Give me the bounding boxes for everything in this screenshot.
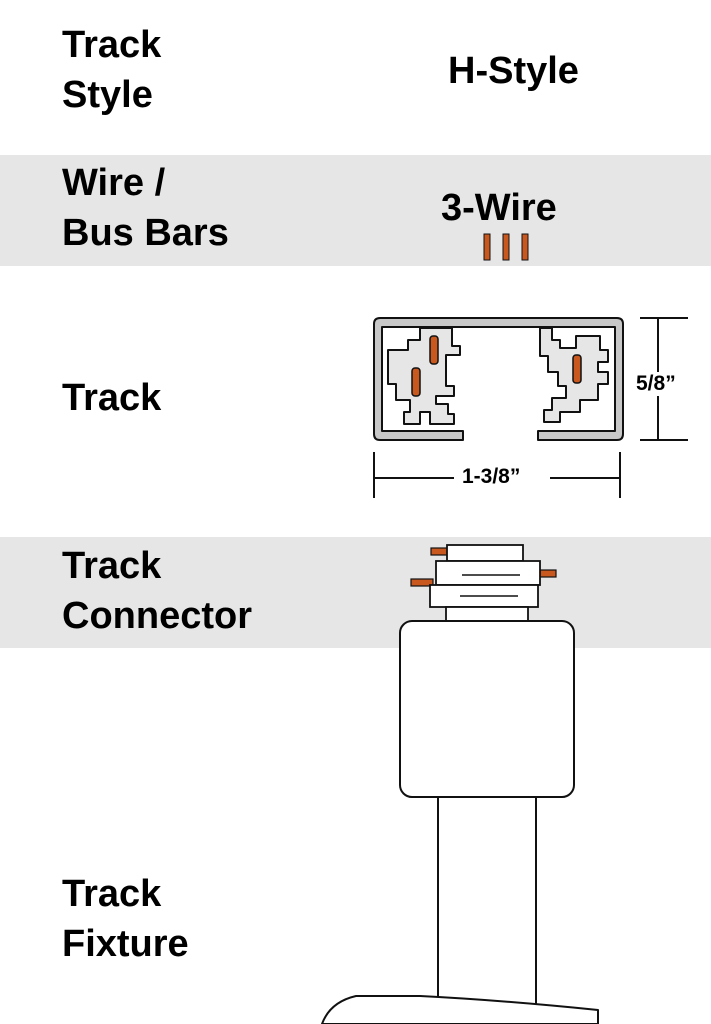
connector-label-line1: Track: [62, 545, 162, 587]
fixture-label-line2: Fixture: [62, 923, 189, 965]
bus-bar-2: [502, 233, 510, 261]
wire-label-line1: Wire /: [62, 162, 166, 204]
fixture-lamp-head: [321, 995, 599, 1024]
height-dimension-label: 5/8”: [634, 372, 678, 396]
track-style-label-line2: Style: [62, 74, 153, 116]
wire-value: 3-Wire: [441, 187, 557, 229]
track-profile-diagram: [373, 317, 688, 498]
fixture-label-line1: Track: [62, 873, 162, 915]
width-dimension-label: 1-3/8”: [462, 465, 521, 488]
band-connector-row: [0, 537, 711, 648]
connector-label: Track Connector: [62, 541, 252, 641]
track-left-insulator: [387, 327, 461, 425]
track-conductor-3: [572, 354, 582, 384]
connector-top-plate: [446, 544, 524, 562]
connector-label-line2: Connector: [62, 595, 252, 637]
fixture-stem: [437, 796, 537, 1024]
track-style-value: H-Style: [448, 50, 579, 92]
bus-bar-1: [483, 233, 491, 261]
fixture-label: Track Fixture: [62, 869, 189, 969]
track-conductor-2: [411, 367, 421, 397]
bus-bars-icon: [483, 233, 529, 261]
connector-contact-left: [410, 578, 434, 587]
connector-contact-right: [539, 569, 557, 578]
track-conductor-1: [429, 335, 439, 365]
bus-bar-3: [521, 233, 529, 261]
track-label: Track: [62, 377, 162, 419]
track-body-outline: [373, 317, 624, 441]
connector-upper-block: [435, 560, 541, 586]
wire-label-line2: Bus Bars: [62, 212, 229, 254]
wire-label: Wire / Bus Bars: [62, 158, 229, 258]
band-wire-row: [0, 155, 711, 266]
fixture-housing: [399, 620, 575, 798]
connector-fixture-diagram: [321, 544, 599, 1024]
track-style-label-line1: Track: [62, 24, 162, 66]
track-style-label: Track Style: [62, 20, 161, 120]
